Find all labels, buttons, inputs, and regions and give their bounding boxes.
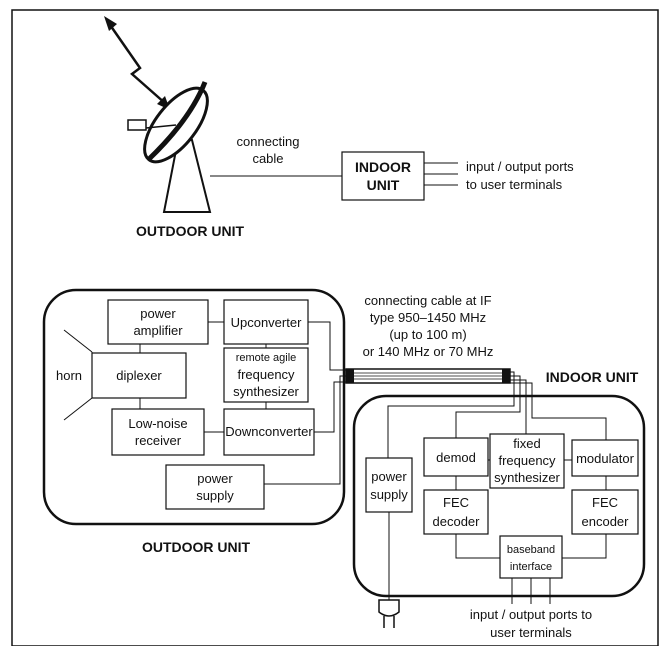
low-noise-label-2: receiver <box>135 433 182 448</box>
wire <box>264 375 346 485</box>
modulator-label: modulator <box>576 451 634 466</box>
wire <box>387 371 515 458</box>
power-amplifier-label-2: amplifier <box>133 323 183 338</box>
wire <box>510 379 527 434</box>
top-ports-label-1: input / output ports <box>466 159 574 174</box>
power-amplifier-box <box>107 299 209 345</box>
horn-label: horn <box>56 368 82 383</box>
indoor-psu-label-2: supply <box>370 487 408 502</box>
satellite-dish-icon <box>127 81 212 213</box>
power-plug-icon <box>378 599 400 628</box>
horn-line <box>63 329 93 353</box>
diplexer-label: diplexer <box>116 368 162 383</box>
signal-bolt-icon <box>104 16 170 110</box>
upconverter-box <box>223 299 309 345</box>
fec-encoder-box <box>571 489 639 535</box>
outdoor-power-supply-box <box>165 464 265 510</box>
fixed-synth-label-2: frequency <box>498 453 556 468</box>
indoor-power-supply-box <box>365 457 413 513</box>
baseband-label-1: baseband <box>507 544 555 556</box>
top-indoor-label-1: INDOOR <box>355 159 411 175</box>
demod-box <box>423 437 489 477</box>
fec-decoder-label-2: decoder <box>433 514 481 529</box>
outdoor-psu-label-2: supply <box>196 488 234 503</box>
wire <box>308 321 346 371</box>
wire <box>455 534 500 559</box>
fixed-synth-label-3: synthesizer <box>494 470 560 485</box>
power-amplifier-label-1: power <box>140 306 176 321</box>
wire <box>510 382 607 440</box>
cable-label-1: connecting cable at IF <box>364 293 491 308</box>
wire <box>562 534 607 559</box>
indoor-unit-label: INDOOR UNIT <box>546 369 639 385</box>
downconverter-label: Downconverter <box>225 424 313 439</box>
top-ports-label-2: to user terminals <box>466 177 563 192</box>
outdoor-unit-label: OUTDOOR UNIT <box>142 539 251 555</box>
fec-decoder-label-1: FEC <box>443 495 469 510</box>
remote-agile-synth-box <box>223 347 309 403</box>
fec-encoder-label-2: encoder <box>582 514 630 529</box>
remote-agile-label-3: synthesizer <box>233 384 299 399</box>
top-cable-label-1: connecting <box>237 134 300 149</box>
downconverter-box <box>223 408 315 456</box>
remote-agile-label-1: remote agile <box>236 352 297 364</box>
indoor-ports-label-1: input / output ports to <box>470 607 592 622</box>
baseband-label-2: interface <box>510 561 552 573</box>
horn-line <box>63 397 93 421</box>
fixed-synth-label-1: fixed <box>513 436 540 451</box>
if-cable-icon <box>345 368 511 384</box>
top-indoor-label-2: UNIT <box>367 177 400 193</box>
fec-decoder-box <box>423 489 489 535</box>
top-indoor-unit-box <box>341 151 425 201</box>
upconverter-label: Upconverter <box>231 315 302 330</box>
cable-label-2: type 950–1450 MHz <box>370 310 486 325</box>
cable-label-3: (up to 100 m) <box>389 327 466 342</box>
top-cable-label-2: cable <box>252 151 283 166</box>
indoor-unit-frame <box>352 394 646 598</box>
outdoor-psu-label-1: power <box>197 471 233 486</box>
outdoor-unit-frame <box>42 288 346 526</box>
indoor-ports-label-2: user terminals <box>490 625 572 640</box>
indoor-psu-label-1: power <box>371 469 407 484</box>
top-outdoor-label: OUTDOOR UNIT <box>136 223 245 239</box>
cable-label-4: or 140 MHz or 70 MHz <box>363 344 494 359</box>
demod-label: demod <box>436 450 476 465</box>
diplexer-box <box>91 352 187 399</box>
low-noise-receiver-box <box>111 408 205 456</box>
modulator-box <box>571 439 639 477</box>
wire <box>455 375 521 438</box>
fec-encoder-label-1: FEC <box>592 495 618 510</box>
fixed-frequency-synth-box <box>489 433 565 489</box>
low-noise-label-1: Low-noise <box>128 416 187 431</box>
remote-agile-label-2: frequency <box>237 367 295 382</box>
